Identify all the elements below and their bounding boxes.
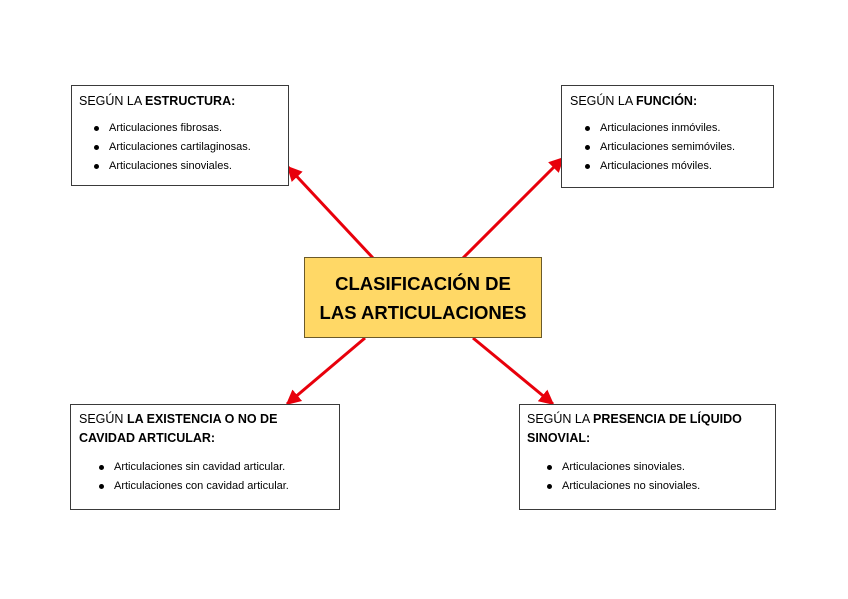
cavidad-heading: SEGÚN LA EXISTENCIA O NO DE CAVIDAD ARTI… (79, 410, 331, 448)
list-item: Articulaciones no sinoviales. (544, 477, 768, 496)
list-item: Articulaciones inmóviles. (582, 119, 765, 138)
cavidad-list: Articulaciones sin cavidad articular. Ar… (96, 458, 331, 496)
funcion-list: Articulaciones inmóviles. Articulaciones… (582, 119, 765, 176)
liquido-sinovial-box: SEGÚN LA PRESENCIA DE LÍQUIDO SINOVIAL: … (519, 404, 776, 510)
estructura-list: Articulaciones fibrosas. Articulaciones … (91, 119, 281, 176)
arrow-to-funcion (461, 156, 565, 260)
list-item: Articulaciones móviles. (582, 157, 765, 176)
list-item: Articulaciones sinoviales. (91, 157, 281, 176)
arrow-to-cavidad (285, 336, 366, 406)
heading-keyword: ESTRUCTURA: (145, 94, 236, 108)
estructura-box: SEGÚN LA ESTRUCTURA: Articulaciones fibr… (71, 85, 289, 186)
central-title-line-1: CLASIFICACIÓN DE (335, 272, 511, 294)
list-item: Articulaciones fibrosas. (91, 119, 281, 138)
list-item: Articulaciones semimóviles. (582, 138, 765, 157)
list-item: Articulaciones sin cavidad articular. (96, 458, 331, 477)
list-item: Articulaciones cartilaginosas. (91, 138, 281, 157)
heading-prefix: SEGÚN LA (79, 94, 145, 108)
central-concept-box: CLASIFICACIÓN DE LAS ARTICULACIONES (304, 257, 542, 338)
heading-prefix: SEGÚN LA (527, 412, 593, 426)
funcion-box: SEGÚN LA FUNCIÓN: Articulaciones inmóvil… (561, 85, 774, 188)
funcion-heading: SEGÚN LA FUNCIÓN: (570, 92, 765, 111)
liquido-sinovial-list: Articulaciones sinoviales. Articulacione… (544, 458, 768, 496)
central-title-line-2: LAS ARTICULACIONES (319, 301, 527, 323)
heading-prefix: SEGÚN (79, 412, 127, 426)
list-item: Articulaciones sinoviales. (544, 458, 768, 477)
estructura-heading: SEGÚN LA ESTRUCTURA: (79, 92, 281, 111)
cavidad-box: SEGÚN LA EXISTENCIA O NO DE CAVIDAD ARTI… (70, 404, 340, 510)
heading-keyword: LA EXISTENCIA O NO DE CAVIDAD ARTICULAR: (79, 412, 278, 445)
list-item: Articulaciones con cavidad articular. (96, 477, 331, 496)
arrow-to-estructura (286, 165, 375, 260)
arrow-to-liquido (472, 336, 555, 406)
liquido-sinovial-heading: SEGÚN LA PRESENCIA DE LÍQUIDO SINOVIAL: (527, 410, 768, 448)
heading-keyword: PRESENCIA DE LÍQUIDO SINOVIAL: (527, 412, 742, 445)
heading-prefix: SEGÚN LA (570, 94, 636, 108)
heading-keyword: FUNCIÓN: (636, 94, 698, 108)
